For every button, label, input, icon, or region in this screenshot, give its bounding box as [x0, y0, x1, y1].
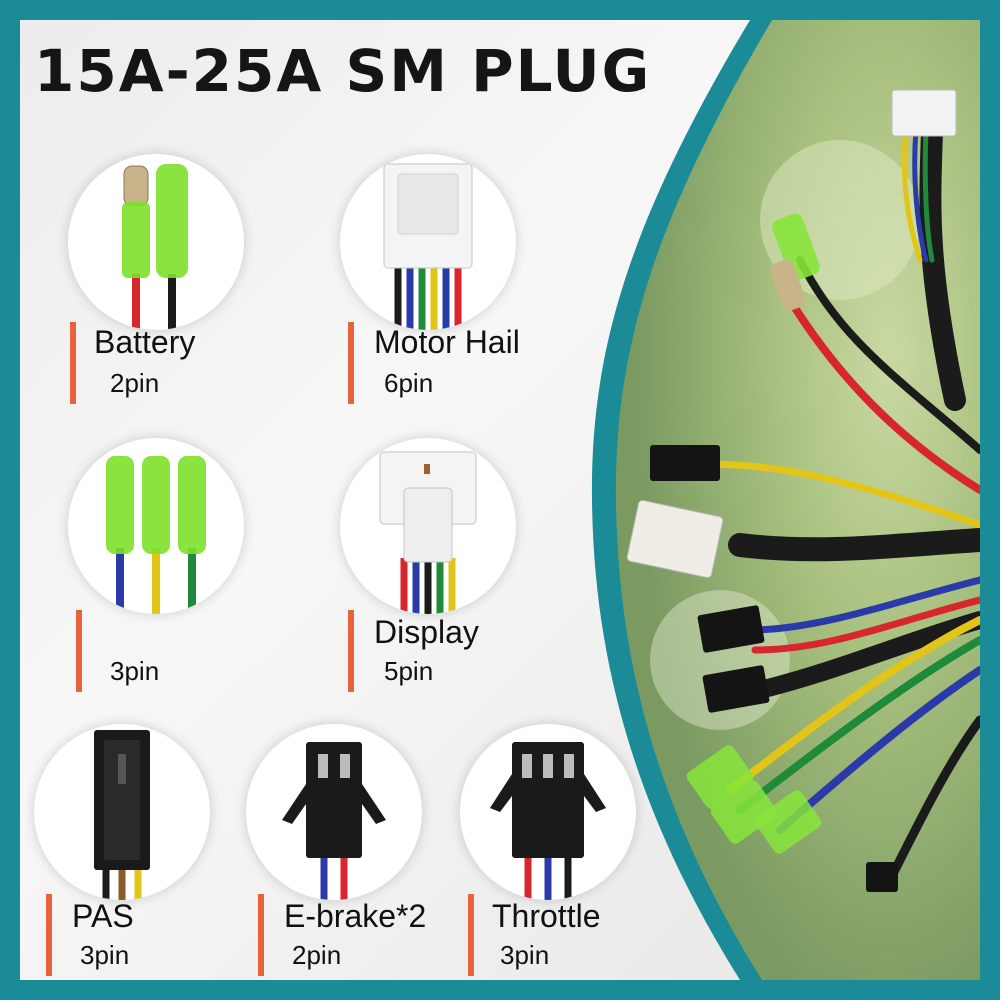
sm-connector-icon [490, 742, 606, 900]
sm-connector-icon [282, 742, 386, 900]
sm-connector-icon [94, 730, 150, 900]
pas-pins: 3pin [80, 940, 130, 970]
battery-connector-image [68, 154, 244, 330]
motor-phase-pins: 3pin [110, 656, 160, 686]
e-brake-accent-bar [258, 894, 264, 976]
motor-hall-pins: 6pin [384, 368, 434, 398]
jst-connector-icon [383, 163, 473, 330]
pas-label: PAS [72, 898, 134, 934]
battery-label: Battery [94, 324, 196, 360]
motor-hall-connector-image [340, 154, 516, 330]
e-brake-connector-image [246, 724, 422, 900]
jst-connector-icon [379, 451, 477, 614]
display-label: Display [374, 614, 479, 650]
motor-phase-connector-image [68, 438, 244, 614]
e-brake-label: E-brake*2 [284, 898, 427, 934]
pas-connector-image [34, 724, 210, 900]
display-pins: 5pin [384, 656, 434, 686]
wire-harness-photo [591, 20, 980, 980]
battery-accent-bar [70, 322, 76, 404]
pas-accent-bar [46, 894, 52, 976]
battery-pins: 2pin [110, 368, 160, 398]
bullet-connector-icon [106, 456, 206, 614]
throttle-label: Throttle [492, 898, 601, 934]
throttle-connector-image [460, 724, 636, 900]
display-connector-image [340, 438, 516, 614]
throttle-accent-bar [468, 894, 474, 976]
bullet-connector-icon [122, 164, 188, 330]
motor-hall-label: Motor Hail [374, 324, 520, 360]
page-title: 15A-25A SM PLUG [34, 37, 652, 105]
motor-hall-accent-bar [348, 322, 354, 404]
content-panel: 15A-25A SM PLUG Battery 2pin [20, 20, 980, 980]
display-accent-bar [348, 610, 354, 692]
e-brake-pins: 2pin [292, 940, 342, 970]
motor-phase-accent-bar [76, 610, 82, 692]
throttle-pins: 3pin [500, 940, 550, 970]
